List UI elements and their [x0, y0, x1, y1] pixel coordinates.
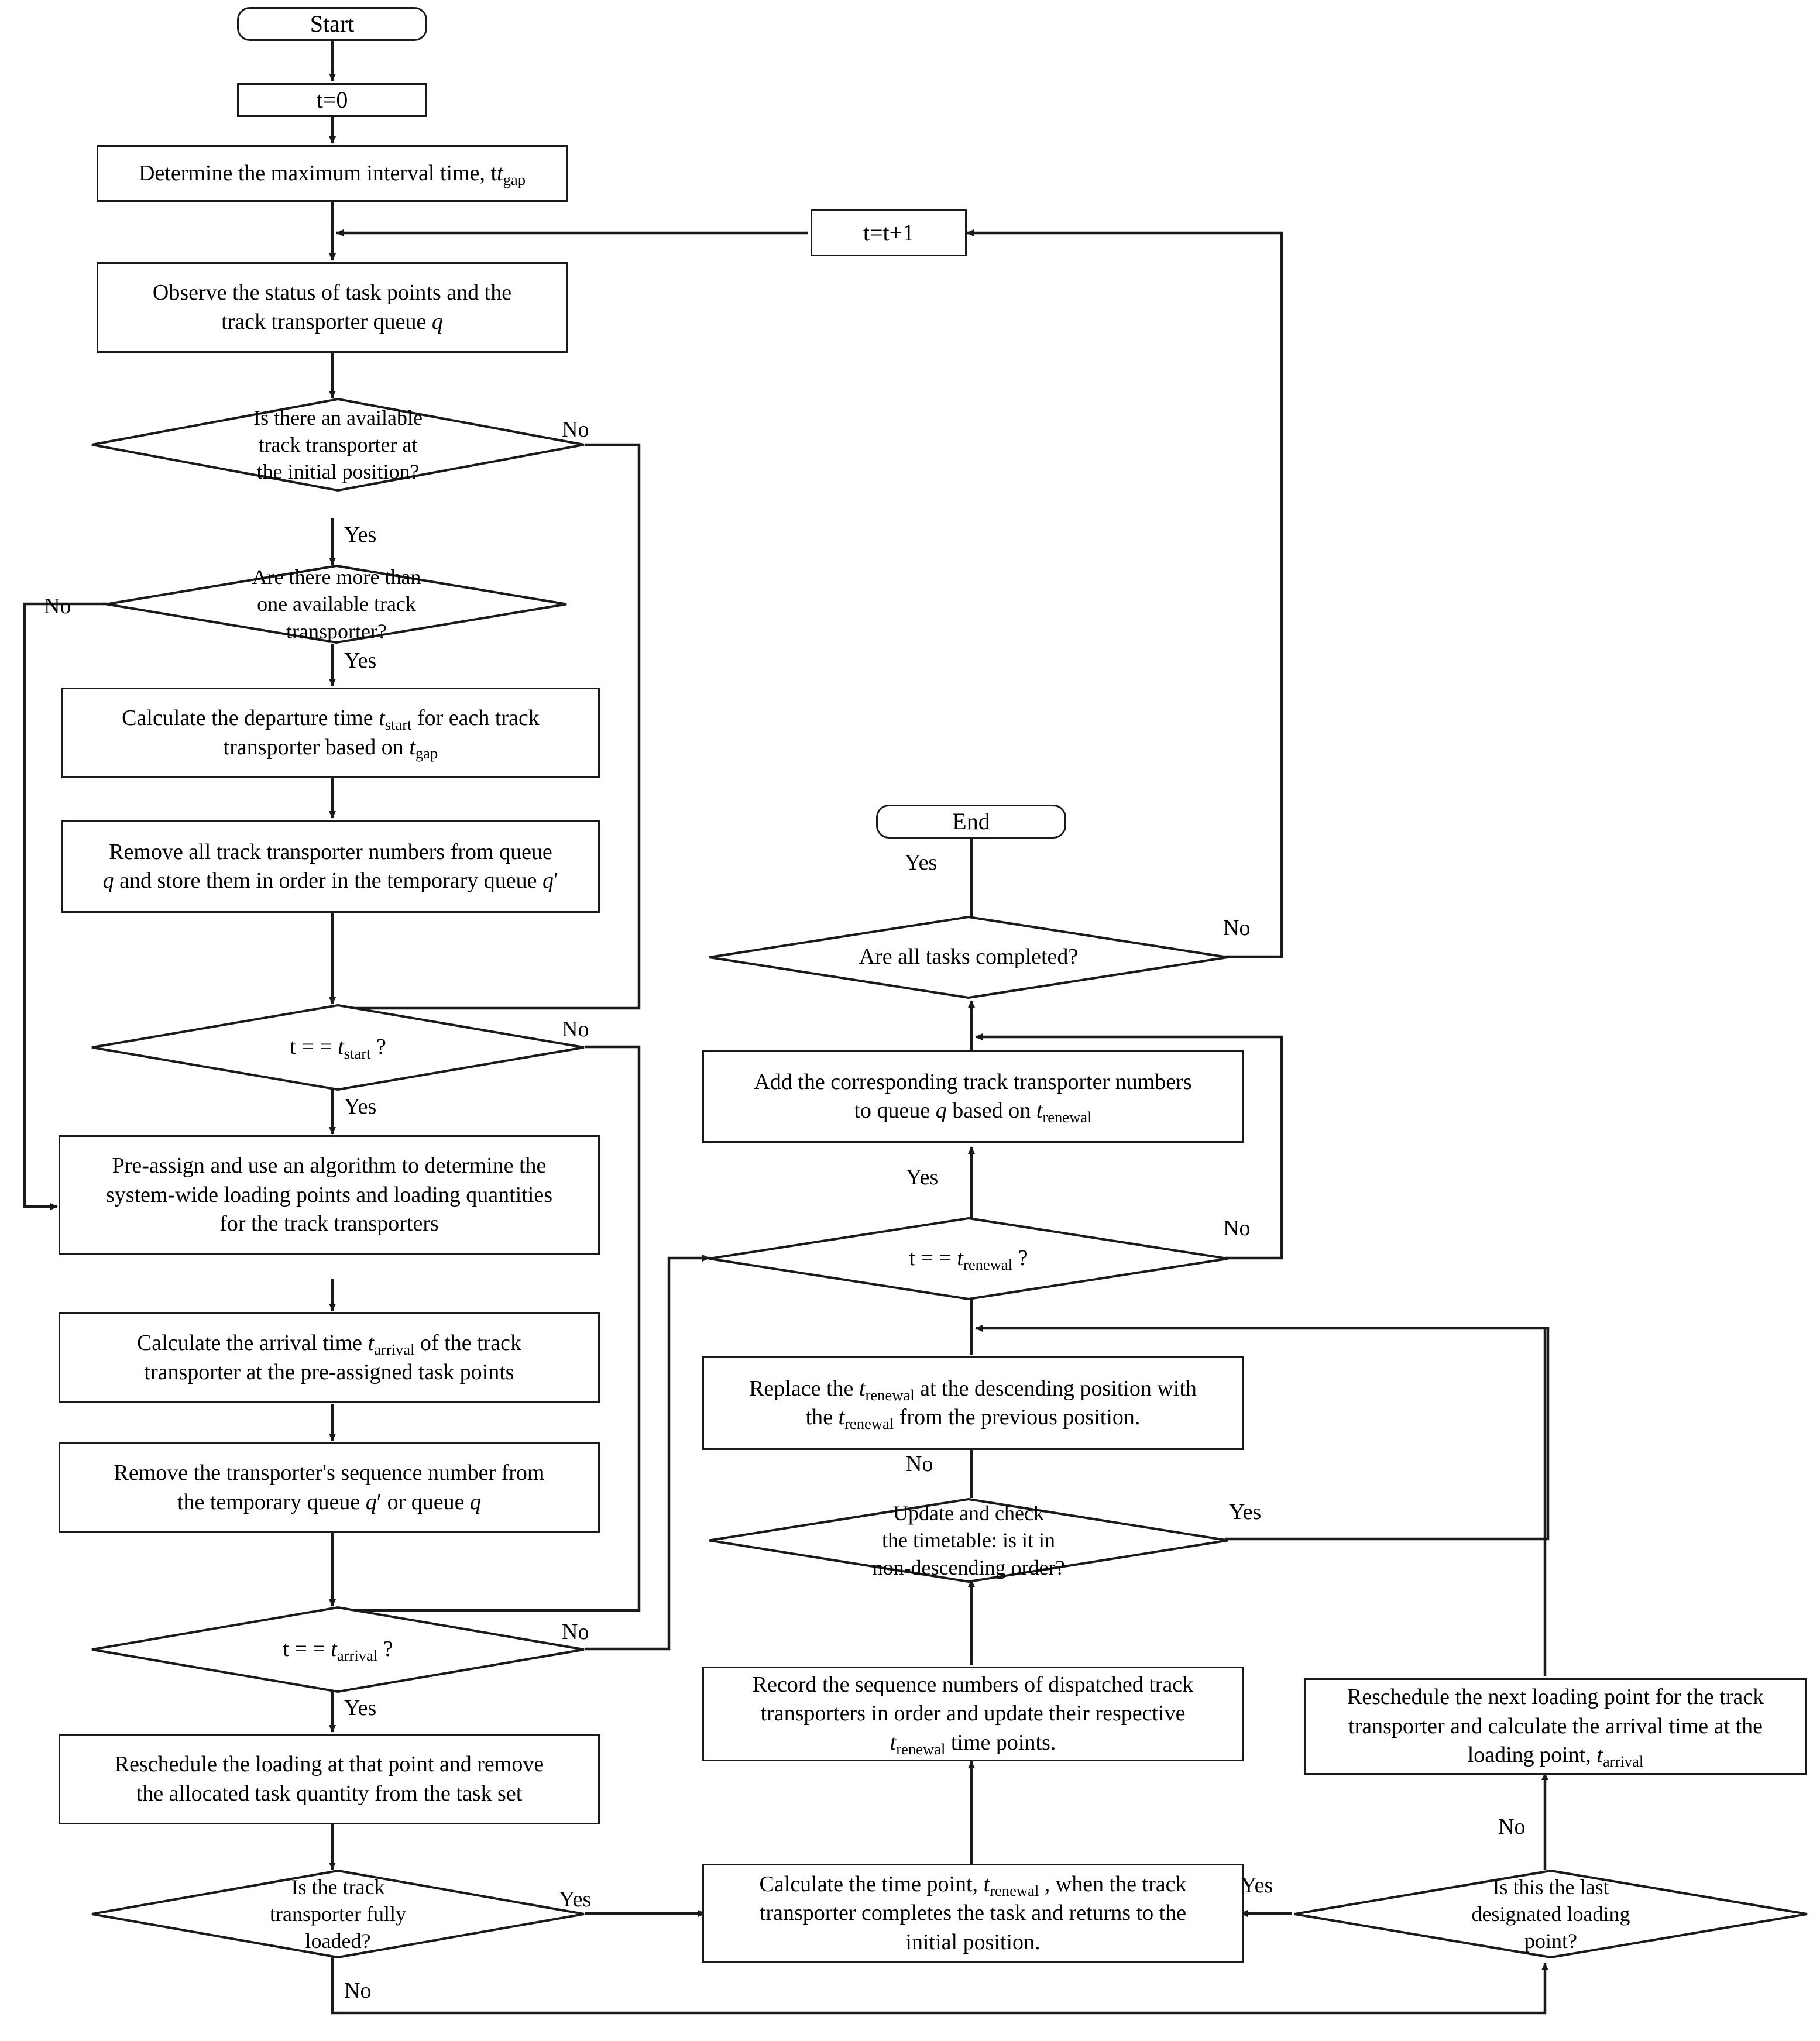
edge-label-tstart-yes: Yes: [344, 1094, 377, 1119]
node-reschedule-loading-label: Reschedule the loading at that point and…: [114, 1752, 544, 1806]
node-reschedule-loading[interactable]: Reschedule the loading at that point and…: [59, 1734, 600, 1824]
node-remove-seq-label: Remove the transporter's sequence number…: [114, 1461, 545, 1514]
edge-label-available-yes: Yes: [344, 523, 377, 547]
node-observe[interactable]: Observe the status of task points and th…: [97, 262, 568, 353]
node-decision-timetable[interactable]: Update and check the timetable: is it in…: [708, 1497, 1229, 1583]
edge-label-lastpoint-no: No: [1498, 1815, 1526, 1839]
node-calc-tstart[interactable]: Calculate the departure time tstart for …: [61, 688, 600, 778]
node-observe-label: Observe the status of task points and th…: [152, 280, 512, 334]
node-decision-all-tasks[interactable]: Are all tasks completed?: [708, 915, 1229, 999]
node-calc-trenewal-label: Calculate the time point, trenewal , whe…: [759, 1871, 1187, 1954]
node-end[interactable]: End: [876, 805, 1066, 839]
node-determine-gap[interactable]: Determine the maximum interval time, ttg…: [97, 145, 568, 202]
edge-label-timetable-yes: Yes: [1229, 1500, 1262, 1524]
node-record-seq-label: Record the sequence numbers of dispatche…: [752, 1672, 1194, 1758]
node-reschedule-next[interactable]: Reschedule the next loading point for th…: [1304, 1678, 1807, 1775]
node-t-zero[interactable]: t=0: [237, 83, 427, 117]
node-remove-all[interactable]: Remove all track transporter numbers fro…: [61, 820, 600, 913]
node-start[interactable]: Start: [237, 7, 427, 41]
edge-label-alltasks-no: No: [1223, 916, 1251, 940]
node-determine-gap-label: Determine the maximum interval time, ttg…: [138, 160, 526, 188]
edge-label-available-no: No: [562, 417, 589, 442]
node-decision-t-eq-tarrival[interactable]: t = = tarrival ?: [91, 1606, 585, 1693]
node-t-increment-label: t=t+1: [863, 219, 915, 246]
edge-label-lastpoint-yes: Yes: [1241, 1873, 1273, 1898]
node-calc-trenewal[interactable]: Calculate the time point, trenewal , whe…: [702, 1864, 1244, 1963]
node-calc-tarrival-label: Calculate the arrival time tarrival of t…: [136, 1331, 522, 1384]
node-calc-tstart-label: Calculate the departure time tstart for …: [122, 706, 540, 762]
node-preassign[interactable]: Pre-assign and use an algorithm to deter…: [59, 1135, 600, 1255]
node-replace-trenewal[interactable]: Replace the trenewal at the descending p…: [702, 1356, 1244, 1450]
edge-label-tarrival-no: No: [562, 1620, 589, 1644]
node-decision-available[interactable]: Is there an available track transporter …: [91, 397, 585, 492]
edge-label-more-yes: Yes: [344, 648, 377, 673]
edge-label-loaded-no: No: [344, 1978, 372, 2003]
node-add-numbers[interactable]: Add the corresponding track transporter …: [702, 1050, 1244, 1143]
node-add-numbers-label: Add the corresponding track transporter …: [754, 1069, 1192, 1126]
edge-label-tarrival-yes: Yes: [344, 1696, 377, 1720]
edge-label-timetable-no: No: [906, 1452, 933, 1476]
node-end-label: End: [952, 808, 990, 834]
node-decision-t-eq-tstart[interactable]: t = = tstart ?: [91, 1004, 585, 1091]
node-replace-trenewal-label: Replace the trenewal at the descending p…: [749, 1376, 1197, 1432]
edge-label-tstart-no: No: [562, 1017, 589, 1042]
edge-label-trenewal-yes: Yes: [906, 1165, 939, 1190]
node-reschedule-next-label: Reschedule the next loading point for th…: [1347, 1685, 1764, 1771]
edge-label-more-no: No: [44, 594, 71, 619]
node-preassign-label: Pre-assign and use an algorithm to deter…: [105, 1153, 553, 1236]
edge-label-alltasks-yes: Yes: [905, 850, 938, 875]
node-decision-more-than-one[interactable]: Are there more than one available track …: [105, 564, 568, 644]
edge-label-loaded-yes: Yes: [559, 1887, 592, 1912]
node-calc-tarrival[interactable]: Calculate the arrival time tarrival of t…: [59, 1312, 600, 1403]
node-decision-last-point[interactable]: Is this the last designated loading poin…: [1293, 1869, 1808, 1959]
node-remove-seq[interactable]: Remove the transporter's sequence number…: [59, 1442, 600, 1533]
node-record-seq[interactable]: Record the sequence numbers of dispatche…: [702, 1667, 1244, 1761]
node-t-zero-label: t=0: [316, 87, 348, 113]
node-t-increment[interactable]: t=t+1: [811, 209, 967, 256]
node-decision-t-eq-trenewal[interactable]: t = = trenewal ?: [708, 1217, 1229, 1301]
node-decision-fully-loaded[interactable]: Is the track transporter fully loaded?: [91, 1869, 585, 1959]
edge-label-trenewal-no: No: [1223, 1216, 1251, 1241]
node-remove-all-label: Remove all track transporter numbers fro…: [102, 839, 559, 893]
node-start-label: Start: [310, 11, 355, 37]
